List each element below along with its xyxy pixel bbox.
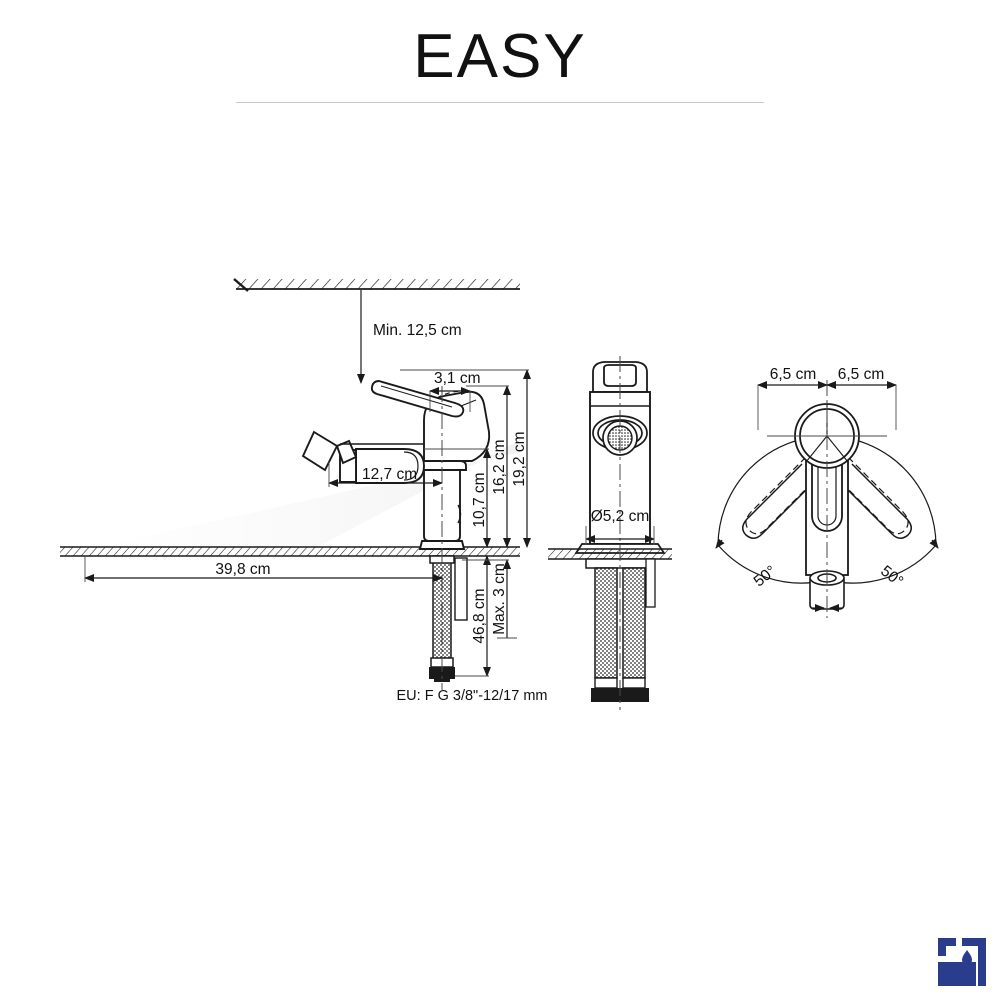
- dimension-spout-reach: 12,7 cm: [328, 462, 443, 487]
- dimension-total-height: 19,2 cm: [400, 369, 531, 548]
- dimension-lever-clearance: 3,1 cm: [429, 370, 481, 412]
- title-divider: [236, 102, 764, 103]
- lever-swivel-ghost-left: [745, 456, 822, 535]
- page-title: EASY: [413, 22, 587, 91]
- dimension-swivel-right-reach: 6,5 cm: [826, 366, 897, 430]
- popup-rod-side: [454, 557, 468, 621]
- dimension-label: 6,5 cm: [838, 366, 885, 383]
- dimension-label: 10,7 cm: [471, 472, 488, 527]
- dimension-max-thickness: Max. 3 cm: [462, 559, 517, 639]
- popup-rod-front: [645, 558, 656, 608]
- dimension-base-diameter: Ø5,2 cm: [585, 508, 655, 545]
- dimension-min-clearance: Min. 12,5 cm: [357, 290, 462, 384]
- angle-label-left: 50°: [751, 563, 780, 591]
- dimension-label: 6,5 cm: [770, 366, 817, 383]
- aerator-nozzle: [301, 430, 358, 472]
- lever-swivel-solid-right: [836, 463, 912, 539]
- dimension-hose-length: 46,8 cm: [455, 555, 491, 677]
- flexible-hoses-front: [591, 567, 649, 702]
- brand-logo: [938, 938, 986, 986]
- top-plan-view: 6,5 cm 6,5 cm 50° 50°: [715, 366, 939, 618]
- dimension-basin-distance: 39,8 cm: [84, 556, 443, 582]
- wall-underside: [233, 278, 520, 292]
- lever-highlight: [380, 385, 453, 408]
- lever-swivel-solid-left: [742, 463, 818, 539]
- dimension-label: Ø5,2 cm: [591, 508, 650, 525]
- spout-inner-curve: [403, 451, 419, 481]
- dimension-spout-height: 10,7 cm: [424, 448, 491, 548]
- dimension-label: 19,2 cm: [511, 431, 528, 486]
- dimension-label: Min. 12,5 cm: [373, 322, 462, 339]
- arc-arrow-right: [929, 538, 939, 549]
- dimension-label: 16,2 cm: [491, 439, 508, 494]
- dimension-label: Max. 3 cm: [491, 563, 508, 634]
- front-elevation-view: Ø5,2 cm: [548, 356, 672, 710]
- dimension-swivel-left-reach: 6,5 cm: [757, 366, 828, 430]
- dimension-label: 12,7 cm: [362, 466, 417, 483]
- dimension-label: 3,1 cm: [434, 370, 481, 387]
- temperature-indicator: [457, 504, 462, 524]
- connection-caption: EU: F G 3/8"-12/17 mm: [397, 688, 548, 704]
- dimension-body-height: 16,2 cm: [466, 385, 511, 548]
- countertop-reflection: [60, 440, 520, 556]
- dimension-label: 39,8 cm: [215, 561, 270, 578]
- arc-arrow-left: [715, 538, 725, 549]
- countertop-front: [548, 548, 672, 560]
- angle-label-right: 50°: [877, 563, 906, 591]
- side-elevation-view: Min. 12,5 cm: [60, 278, 548, 704]
- dimension-label: 46,8 cm: [471, 588, 488, 643]
- lever-swivel-ghost-right: [832, 456, 909, 535]
